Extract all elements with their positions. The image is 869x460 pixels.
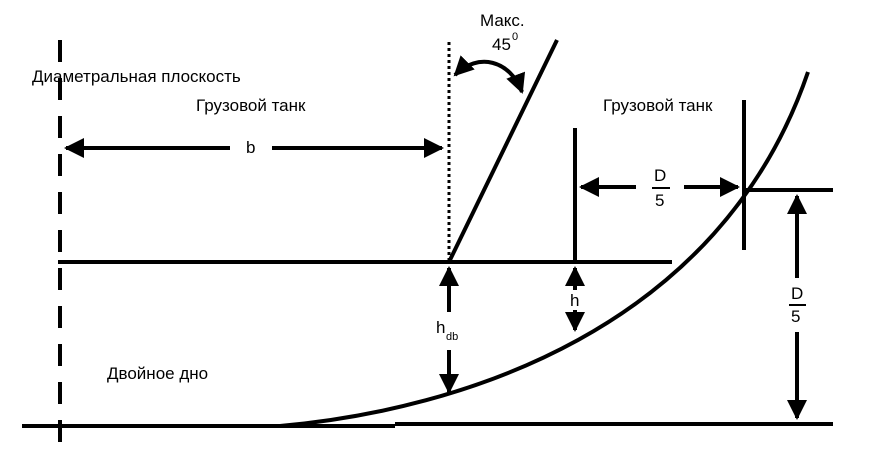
centerline-label: Диаметральная плоскость	[32, 67, 241, 86]
h-label: h	[570, 291, 579, 310]
d5-horizontal-numerator: D	[654, 166, 666, 185]
d5-vertical-denominator: 5	[791, 307, 800, 326]
d5-horizontal-denominator: 5	[655, 191, 664, 210]
double-bottom-label: Двойное дно	[107, 364, 208, 383]
d5-vertical-numerator: D	[791, 284, 803, 303]
max-angle-value: 45	[492, 35, 511, 54]
max-label: Макс.	[480, 11, 525, 30]
hdb-label: h	[436, 318, 445, 337]
b-label: b	[246, 138, 255, 157]
cargo-tank-right-label: Грузовой танк	[603, 96, 713, 115]
hull-curve	[279, 71, 810, 428]
angle-arc-arrow	[453, 55, 526, 94]
max-angle-degree: 0	[512, 31, 518, 43]
hdb-subscript: db	[446, 331, 458, 343]
cargo-tank-left-label: Грузовой танк	[196, 96, 306, 115]
max-angle-line	[447, 39, 559, 263]
